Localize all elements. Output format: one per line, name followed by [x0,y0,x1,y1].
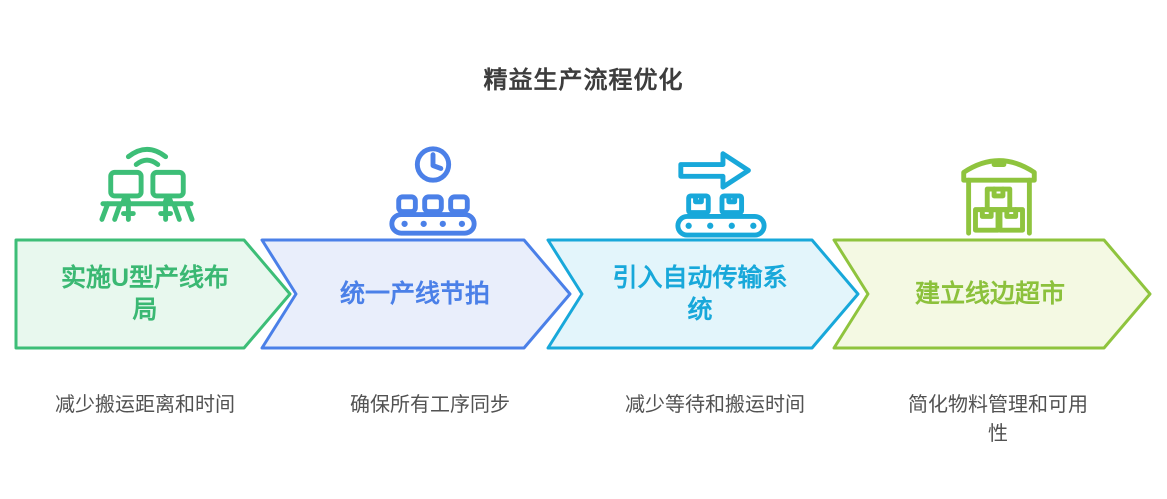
step-description: 减少搬运距离和时间 [55,394,235,416]
step-label: 实施U型产线布局 [60,263,230,325]
step-description: 减少等待和搬运时间 [625,394,805,416]
warehouse-boxes-icon [950,142,1048,240]
step-arrow-shape [14,238,292,350]
step-label: 引入自动传输系统 [612,263,788,325]
step-label: 建立线边超市 [914,279,1065,308]
step-arrow-shape [832,238,1152,350]
step-description: 简化物料管理和可用性 [908,394,1088,445]
step-arrow-shape [546,238,860,350]
step-label: 统一产线节拍 [339,279,490,308]
arrow-conveyor-icon [672,142,770,240]
page-title: 精益生产流程优化 [483,67,684,94]
clock-conveyor-icon [384,142,482,240]
step-arrow-shape [260,238,572,350]
workstations-wifi-icon [98,142,196,240]
step-description: 确保所有工序同步 [350,394,510,416]
